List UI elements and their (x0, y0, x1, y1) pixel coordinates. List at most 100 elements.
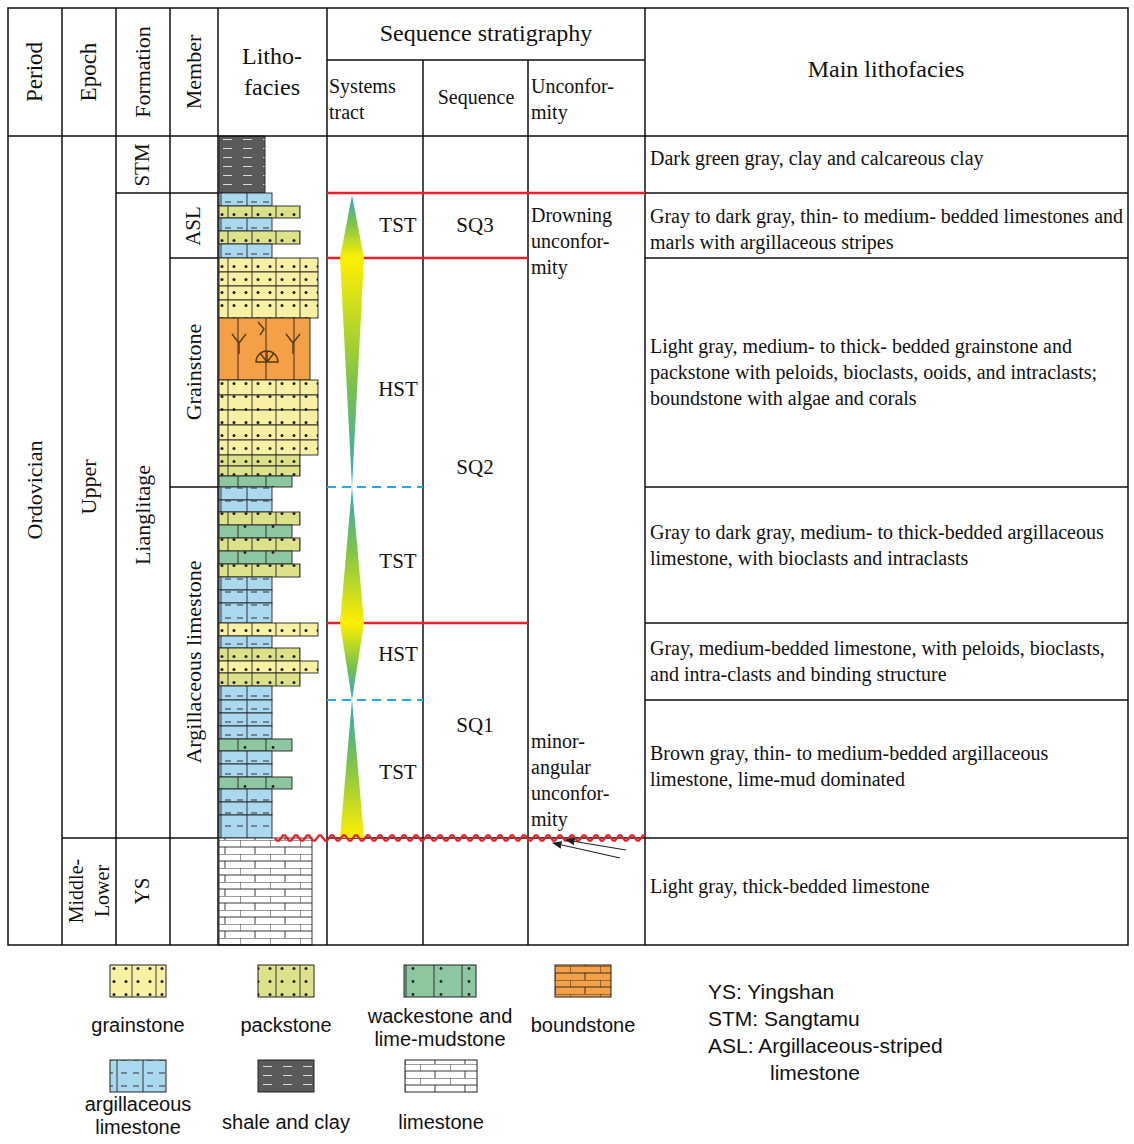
swatch-pattern (258, 1060, 314, 1092)
legend-label: argillaceous limestone (63, 1093, 213, 1139)
bed-part (219, 525, 292, 538)
legend-label: shale and clay (201, 1111, 371, 1134)
boundstone-symbols (232, 322, 300, 362)
bed-part (219, 487, 272, 500)
bed-part (219, 538, 300, 551)
table-lines-part (8, 8, 1128, 945)
column-header: Member (180, 35, 209, 110)
maximum-flooding-surfaces-part (327, 699, 423, 701)
bed-part (219, 206, 300, 218)
column-header: Systems tract (329, 73, 421, 125)
lithology-column (219, 136, 318, 945)
bed-part (219, 564, 300, 577)
maximum-flooding-surfaces (327, 487, 423, 700)
epoch-name: Upper (75, 460, 104, 515)
bed-part (219, 590, 272, 603)
bed-part (219, 802, 272, 815)
legend-label: packstone (211, 1014, 361, 1037)
bed-part (219, 258, 318, 272)
bed-part (219, 476, 292, 487)
bed (219, 466, 300, 476)
bed-part (219, 551, 292, 564)
bed-part (219, 564, 300, 577)
bed (219, 764, 272, 777)
table-lines-part (170, 257, 1128, 259)
systems-tract-triangles-part (340, 487, 364, 623)
bed (219, 300, 318, 318)
bed-part (219, 512, 300, 525)
unconformity-type: Drowning unconfor- mity (531, 202, 641, 280)
bed-part (219, 789, 272, 802)
bed-part (219, 686, 272, 700)
legend-label: boundstone (508, 1014, 658, 1037)
bed (219, 551, 292, 564)
swatch-color (555, 965, 611, 997)
bed-part (219, 395, 318, 410)
bed-part (219, 300, 318, 318)
bed-part (219, 193, 272, 206)
bed-part (219, 713, 272, 726)
period-name: Ordovician (21, 441, 50, 540)
bed-part (219, 764, 272, 777)
bed-part (219, 258, 318, 272)
bed (219, 838, 312, 945)
bed-part (219, 802, 272, 815)
bed-part (219, 395, 318, 410)
legend-swatch (404, 965, 476, 997)
bed (219, 564, 300, 577)
bed-part (219, 410, 318, 425)
bed (219, 739, 292, 751)
swatch-pattern (258, 965, 314, 997)
member-name: Grainstone (180, 324, 209, 421)
bed-part (219, 425, 318, 440)
bed-part (219, 318, 310, 380)
swatch-pattern (555, 965, 611, 997)
bed-part (219, 231, 300, 244)
legend-swatch (258, 1060, 314, 1092)
bed-part (219, 603, 272, 623)
onlap-arrows (553, 840, 626, 858)
boundstone-symbols-part (258, 322, 264, 335)
swatch-color (404, 965, 476, 997)
bed (219, 603, 272, 623)
sequence-boundaries-part (327, 192, 645, 195)
bed-part (219, 673, 300, 686)
bed (219, 487, 272, 500)
swatch-pattern (404, 965, 476, 997)
bed-part (219, 300, 318, 318)
column-header: Epoch (74, 43, 104, 102)
bed-part (219, 636, 272, 648)
swatch-pattern (110, 965, 166, 997)
bed (219, 476, 292, 487)
unconformity-wavy-line (275, 835, 645, 840)
table-lines-part (645, 623, 1128, 700)
bed-part (219, 244, 272, 258)
bed-part (219, 286, 318, 300)
bed-part (219, 815, 272, 838)
bed-part (219, 272, 318, 286)
bed (219, 686, 272, 700)
systems-tract-triangles (340, 195, 364, 838)
bed (219, 425, 318, 440)
bed-part (219, 231, 300, 244)
bed-part (219, 648, 300, 661)
bed-part (219, 193, 272, 206)
bed (219, 777, 292, 789)
bed (219, 272, 318, 286)
bed (219, 751, 272, 764)
column-header: Sequence stratigraphy (380, 18, 593, 49)
swatch-color (258, 1060, 314, 1092)
bed-part (219, 244, 272, 258)
boundstone-symbols-part (286, 334, 300, 354)
bed-part (219, 286, 318, 300)
legend-swatch (258, 965, 314, 997)
bed (219, 258, 318, 272)
legend-swatch (110, 965, 166, 997)
systems-tract: HST (378, 376, 418, 403)
bed-part (219, 673, 300, 686)
abbreviation-note: STM: Sangtamu (708, 1005, 1008, 1032)
bed-part (219, 410, 318, 425)
onlap-arrows-part (553, 843, 620, 858)
abbreviation-note: ASL: Argillaceous-striped limestone (708, 1032, 998, 1087)
